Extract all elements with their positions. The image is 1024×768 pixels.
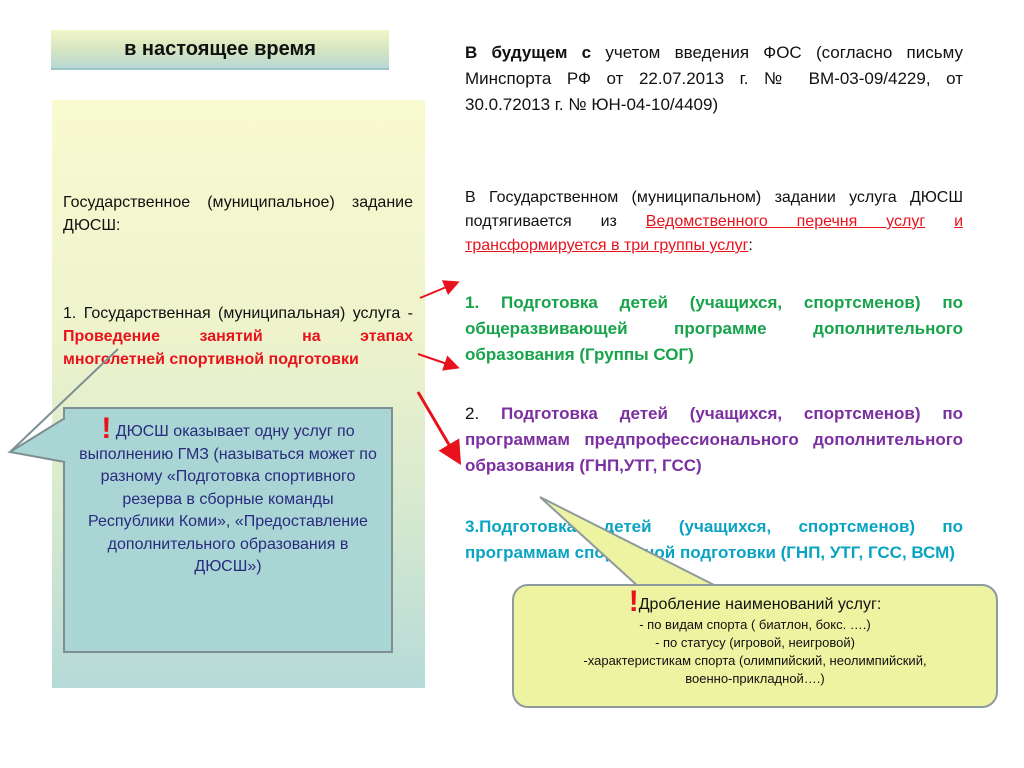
right-callout: !Дробление наименований услуг: - по вида… <box>512 584 998 708</box>
service-group-2-text: Подготовка детей (учащихся, спортсменов)… <box>465 404 964 475</box>
right-callout-title: !Дробление наименований услуг: <box>628 585 882 618</box>
left-paragraph-1: Государственное (муниципальное) задание … <box>63 194 413 234</box>
right-paragraph-2-start: В Государственном (муниципальном) задани… <box>465 189 963 230</box>
service-group-2-number: 2. <box>465 404 501 423</box>
service-group-3: 3.Подготовка детей (учащихся, спортсмено… <box>465 517 963 562</box>
left-paragraph-2-highlight: Проведение занятий на этапах многолетней… <box>63 328 413 368</box>
service-group-1: 1. Подготовка детей (учащихся, спортсмен… <box>465 293 963 364</box>
right-intro-bold: В будущем с <box>465 43 592 62</box>
right-intro: В будущем с учетом введения ФОС (согласн… <box>465 40 963 118</box>
exclamation-icon: ! <box>101 412 112 445</box>
left-callout: ! ДЮСШ оказывает одну услуг по выполнени… <box>63 407 393 653</box>
right-paragraph-2-end: : <box>748 237 753 254</box>
right-paragraph-2: В Государственном (муниципальном) задани… <box>465 186 963 258</box>
vedomstvenny-perechen-link[interactable]: Ведомственного перечня услуг <box>645 213 926 230</box>
right-callout-line-2: - по статусу (игровой, неигровой) <box>655 635 855 650</box>
three-groups-link[interactable]: и трансформируется в три группы услуг <box>465 213 964 254</box>
service-group-2: 2. Подготовка детей (учащихся, спортсмен… <box>465 401 963 479</box>
left-paragraph-2-prefix: 1. Государственная (муниципальная) услуг… <box>63 305 413 322</box>
right-callout-line-4: военно-прикладной….) <box>685 671 825 686</box>
right-intro-rest: учетом введения ФОС (согласно письму Мин… <box>465 43 963 114</box>
right-callout-line-1: - по видам спорта ( биатлон, бокс. ….) <box>639 617 871 632</box>
left-paragraph-2: 1. Государственная (муниципальная) услуг… <box>63 302 413 371</box>
page-title: в настоящее время <box>51 30 389 70</box>
left-callout-text: ДЮСШ оказывает одну услуг по выполнению … <box>79 423 377 575</box>
exclamation-icon: ! <box>628 585 639 618</box>
arrow-to-group-1 <box>419 280 460 299</box>
right-callout-line-3: -характеристикам спорта (олимпийский, не… <box>583 653 927 668</box>
